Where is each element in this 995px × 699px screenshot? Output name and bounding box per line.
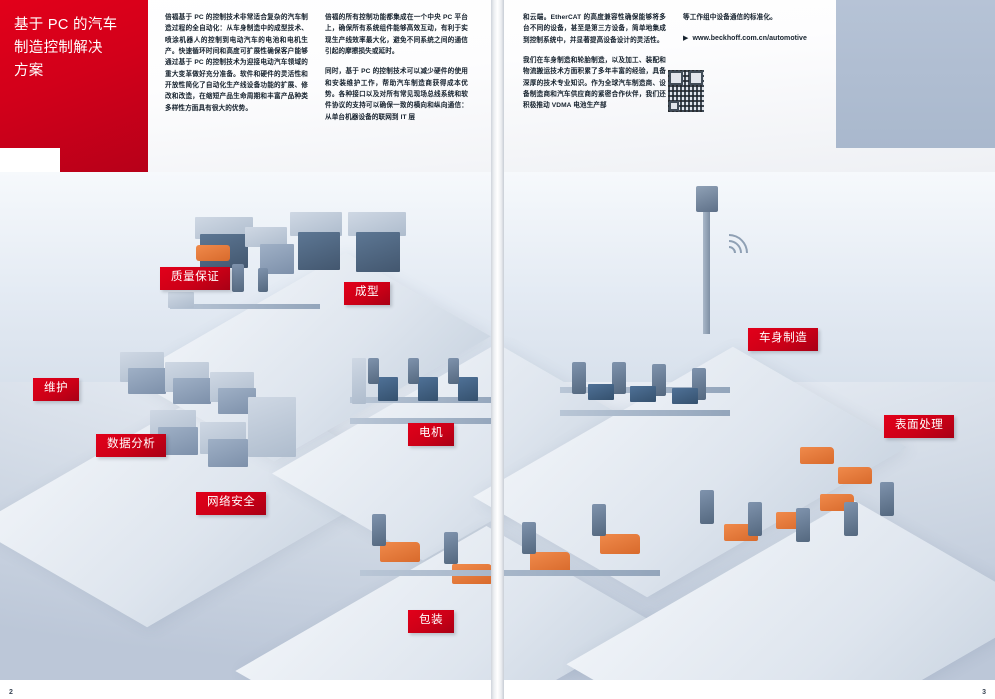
- callout-label: 数据分析: [107, 438, 156, 450]
- callout-label: 车身制造: [759, 332, 808, 344]
- robot-arm: [700, 490, 714, 524]
- robot-arm: [372, 514, 386, 546]
- machine-unit: [195, 217, 253, 239]
- robot-arm: [844, 502, 858, 536]
- callout-label: 包装: [419, 614, 444, 626]
- callout-cyber-security[interactable]: 网络安全: [196, 492, 267, 515]
- workstation: [208, 439, 248, 467]
- text-column-4: 等工作组中设备通信的标准化。 ▶ www.beckhoff.com.cn/aut…: [683, 12, 833, 44]
- machine-unit: [298, 232, 340, 270]
- antenna-head: [696, 186, 718, 212]
- robot-arm: [592, 504, 606, 536]
- conveyor-rail: [170, 304, 320, 309]
- robot-arm: [796, 508, 810, 542]
- conveyor-rail: [360, 570, 660, 576]
- paragraph: 等工作组中设备通信的标准化。: [683, 14, 777, 21]
- robot-arm: [572, 362, 586, 394]
- website-link-text[interactable]: www.beckhoff.com.cn/automotive: [692, 35, 807, 43]
- callout-label: 成型: [355, 286, 380, 298]
- body-frame: [588, 384, 614, 400]
- car-body: [530, 552, 570, 572]
- paragraph: 我们在车身制造和轮胎制造，以及加工、装配和物流搬运技术方面积累了多年丰富的经验，…: [523, 56, 666, 110]
- text-column-2: 倍福的所有控制功能都集成在一个中央 PC 平台上，确保所有系统组件能够高效互动，…: [325, 12, 468, 132]
- car-body: [600, 534, 640, 554]
- machine-unit: [356, 232, 400, 272]
- callout-label: 质量保证: [171, 271, 220, 283]
- workstation: [173, 378, 211, 404]
- robot-arm: [748, 502, 762, 536]
- paragraph: 同时，基于 PC 的控制技术可以减少硬件的使用和安装维护工作，帮助汽车制造商获得…: [325, 68, 468, 121]
- callout-motor[interactable]: 电机: [408, 423, 455, 446]
- callout-body-manufacturing[interactable]: 车身制造: [748, 328, 819, 351]
- conveyor-rail: [350, 418, 500, 424]
- wifi-icon: [702, 226, 764, 280]
- robot-arm: [408, 358, 419, 384]
- callout-quality-assurance[interactable]: 质量保证: [160, 267, 231, 290]
- display-panel: [248, 397, 296, 457]
- robot-arm: [368, 358, 379, 384]
- robot-arm: [444, 532, 458, 564]
- antenna-mast: [703, 196, 710, 334]
- conveyor-rail: [560, 410, 730, 416]
- page-title: 基于 PC 的汽车 制造控制解决 方案: [14, 17, 118, 79]
- callout-surface-treatment[interactable]: 表面处理: [884, 415, 955, 438]
- robot-arm: [522, 522, 536, 554]
- right-accent-panel: [836, 0, 995, 148]
- text-column-1: 倍福基于 PC 的控制技术非常适合复杂的汽车制造过程的全自动化：从车身制造中的成…: [165, 12, 308, 123]
- robot-arm: [448, 358, 459, 384]
- callout-data-analytics[interactable]: 数据分析: [96, 434, 167, 457]
- car-body: [838, 467, 872, 484]
- motor-station: [378, 377, 398, 401]
- robot-arm: [258, 268, 268, 292]
- callout-packaging[interactable]: 包装: [408, 610, 455, 633]
- callout-label: 网络安全: [207, 496, 256, 508]
- car-body: [380, 542, 420, 562]
- machine-unit: [168, 292, 194, 308]
- body-frame: [630, 386, 656, 402]
- motor-station: [418, 377, 438, 401]
- callout-forming[interactable]: 成型: [344, 282, 391, 305]
- workstation: [128, 368, 166, 394]
- page-number-right: 3: [982, 689, 986, 696]
- robot-arm: [232, 264, 244, 292]
- qr-code-icon[interactable]: [668, 70, 704, 112]
- machine-unit: [352, 358, 366, 404]
- callout-label: 电机: [419, 427, 444, 439]
- robot-arm: [612, 362, 626, 394]
- callout-label: 维护: [44, 382, 69, 394]
- machine-unit: [245, 227, 287, 247]
- arrow-right-icon: ▶: [683, 35, 689, 43]
- text-column-3: 和云端。EtherCAT 的高度兼容性确保能够将多台不同的设备，甚至是第三方设备…: [523, 12, 666, 121]
- callout-maintenance[interactable]: 维护: [33, 378, 80, 401]
- paragraph: 倍福基于 PC 的控制技术非常适合复杂的汽车制造过程的全自动化：从车身制造中的成…: [165, 14, 308, 112]
- qr-finder-bottom-left: [669, 101, 679, 111]
- page-gutter: [491, 0, 504, 699]
- paragraph: 倍福的所有控制功能都集成在一个中央 PC 平台上，确保所有系统组件能够高效互动，…: [325, 14, 468, 55]
- body-frame: [672, 388, 698, 404]
- title-block: 基于 PC 的汽车 制造控制解决 方案: [0, 0, 148, 172]
- coil-roll: [196, 245, 230, 261]
- robot-arm: [880, 482, 894, 516]
- paragraph: 和云端。EtherCAT 的高度兼容性确保能够将多台不同的设备，甚至是第三方设备…: [523, 14, 666, 44]
- callout-label: 表面处理: [895, 419, 944, 431]
- car-body: [800, 447, 834, 464]
- page-number-left: 2: [9, 689, 13, 696]
- website-link[interactable]: ▶ www.beckhoff.com.cn/automotive: [683, 34, 833, 44]
- motor-station: [458, 377, 478, 401]
